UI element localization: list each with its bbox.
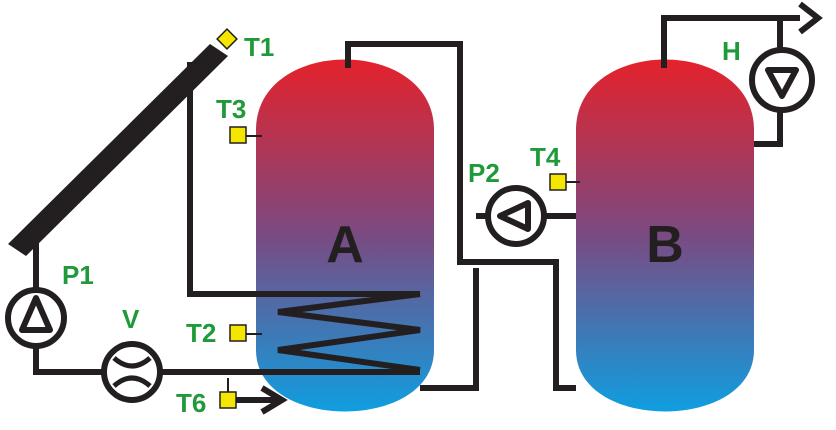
inlet-arrow-icon (260, 385, 288, 415)
tank-b-label: B (646, 216, 684, 274)
sensor-t2 (229, 324, 247, 342)
collector-return-pipe (187, 62, 420, 297)
tank-b (576, 59, 754, 412)
pump-triangle-icon (765, 67, 799, 99)
valve-v (101, 341, 163, 403)
solar-collector (8, 44, 228, 256)
pump-h (749, 47, 815, 113)
pump-p2 (485, 185, 547, 247)
label-t1: T1 (244, 32, 274, 62)
label-h: H (722, 36, 741, 66)
tank-b-hot-outlet-pipe (661, 15, 800, 68)
label-t6: T6 (176, 388, 206, 418)
label-t4: T4 (530, 142, 561, 172)
tank-a-return-pipe (420, 268, 479, 391)
label-v: V (122, 304, 140, 334)
sensor-t6 (219, 391, 237, 409)
outlet-arrow-icon (798, 1, 823, 35)
tank-a-hot-outlet-pipe (345, 41, 576, 391)
sensor-t1 (216, 28, 238, 50)
sensor-t4 (549, 173, 567, 191)
pipes (33, 15, 800, 403)
sensor-t3 (229, 126, 247, 144)
pump-p1 (5, 287, 67, 349)
h-return-pipe (754, 112, 783, 147)
label-p1: P1 (62, 260, 94, 290)
pump-triangle-icon (19, 295, 53, 333)
label-t2: T2 (186, 318, 216, 348)
tank-a-label: A (326, 216, 364, 274)
label-t3: T3 (216, 94, 246, 124)
coil-pipe (277, 291, 421, 373)
pump-triangle-icon (497, 200, 531, 232)
coil-outlet-pipe (33, 238, 420, 375)
label-p2: P2 (468, 158, 500, 188)
